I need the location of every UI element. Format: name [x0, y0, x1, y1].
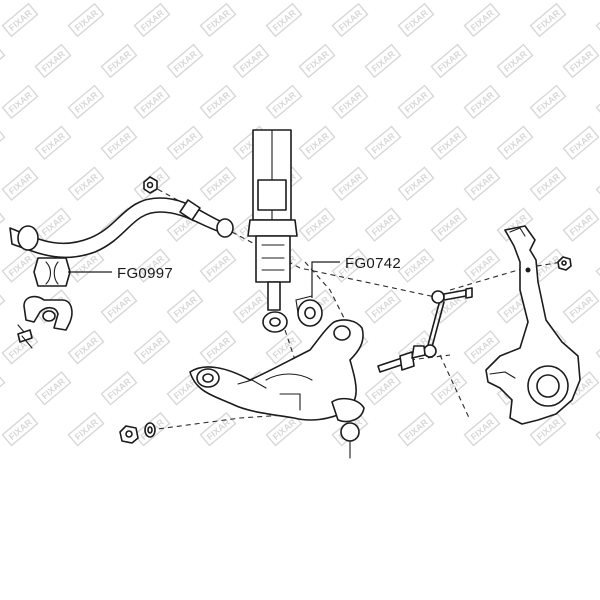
nut-lower [119, 425, 139, 444]
stabilizer-link [411, 287, 473, 359]
bracket-bolt [17, 324, 33, 349]
stabilizer-bushing [33, 257, 71, 287]
callout-label-fg0997: FG0997 [117, 265, 173, 282]
nut-top [143, 176, 158, 194]
lower-control-arm [189, 319, 365, 459]
washer-lower [144, 422, 156, 438]
nut-right [557, 256, 572, 271]
arm-bolt [377, 351, 415, 373]
stabilizer-bar [9, 197, 234, 259]
steering-knuckle [485, 225, 581, 425]
stabilizer-bracket [23, 295, 73, 331]
shock-absorber [247, 129, 298, 333]
callout-label-fg0742: FG0742 [345, 255, 401, 272]
callout-leaders [68, 261, 340, 298]
lower-arm-bushing [295, 295, 323, 327]
watermark-logo: FIXAR [67, 84, 105, 120]
leader-fg0742 [311, 261, 340, 298]
